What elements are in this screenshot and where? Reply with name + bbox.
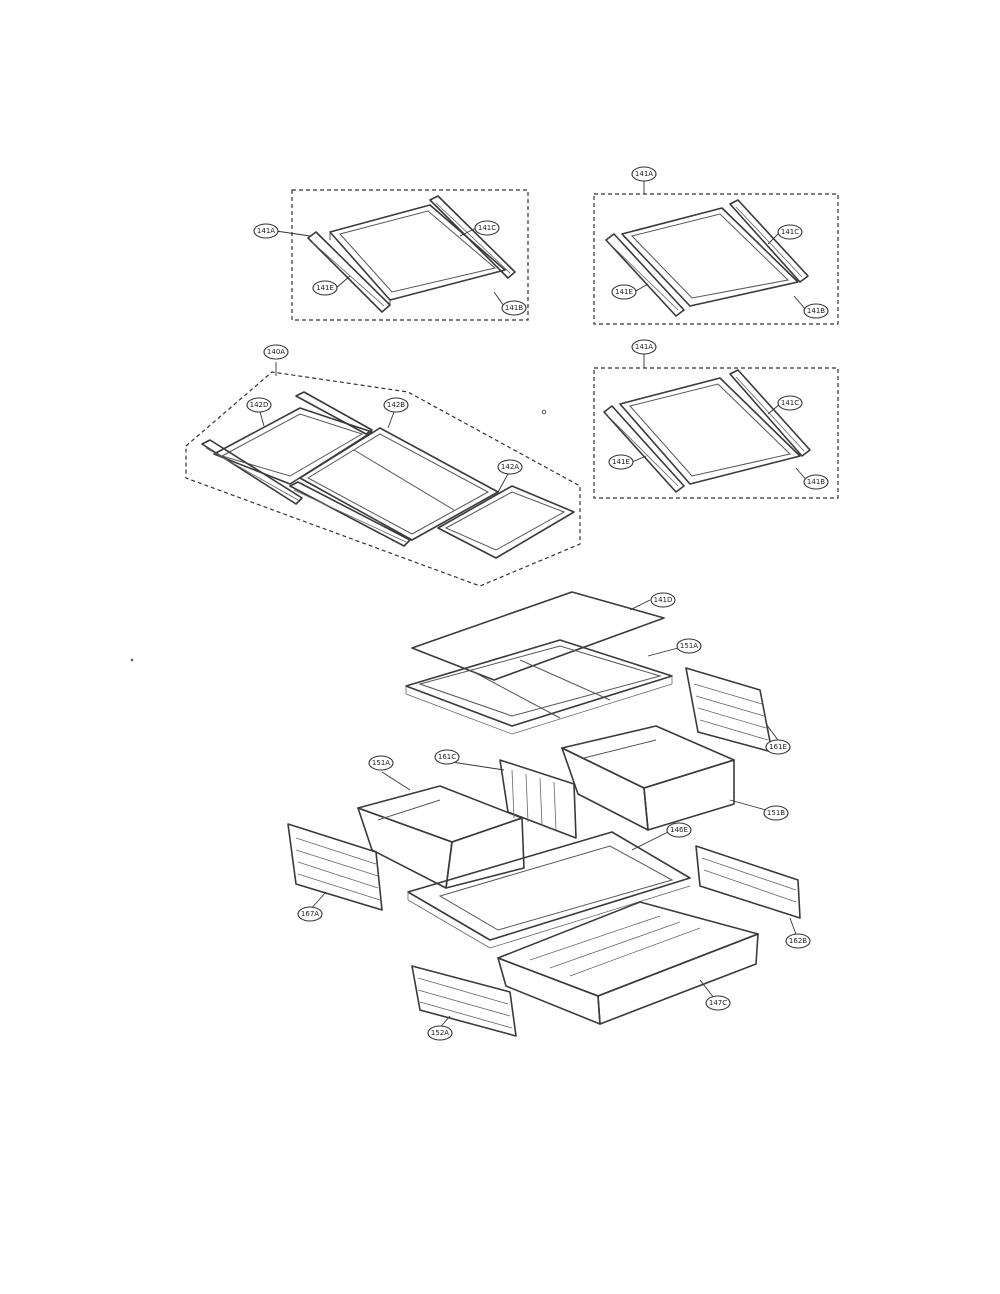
callout-141A-top-right: 141A [631,166,657,182]
callout-text: 151A [680,642,698,650]
callout-text: 141A [635,170,653,178]
callout-142A: 142A [497,459,523,475]
callout-151A-cover: 151A [676,638,702,654]
shelf-glass-frame [329,204,506,306]
split-shelf-frame-small [437,485,575,559]
callout-text: 151B [767,809,785,817]
shelf-assembly-top-right [593,193,839,325]
callout-146E: 146E [666,822,692,838]
crisper-bin-left [357,785,525,889]
callout-142D: 142D [246,397,272,413]
callout-141C-top-right: 141C [777,224,803,240]
shelf-side-rail-right [729,369,811,457]
callout-text: 141E [615,288,633,296]
callout-161E: 161E [765,739,791,755]
shelf-glass-frame [619,377,801,485]
shelf-glass-frame [621,207,799,307]
split-shelf-frame-center [289,427,499,547]
callout-167A: 167A [297,906,323,922]
crisper-bin-right [561,725,735,831]
bottom-drawer [497,901,759,1025]
callout-text: 141A [257,227,275,235]
crisper-cover-glass [411,591,665,681]
split-shelf-frame-left [201,391,373,505]
callout-141B-top-right: 141B [803,303,829,319]
callout-text: 141C [781,399,799,407]
leader-lines [259,181,809,1033]
callout-141E-mid-right: 141E [608,454,634,470]
shelf-side-rail-left [605,233,685,317]
callout-text: 141D [654,596,673,604]
callout-147C: 147C [705,995,731,1011]
callout-text: 167A [301,910,319,918]
shelf-assembly-mid-right [593,367,839,499]
callout-141B-top-left: 141B [501,300,527,316]
callout-text: 141B [505,304,523,312]
end-plate-right-upper [685,667,773,753]
shelf-side-rail-left [307,231,391,313]
callout-text: 151A [372,759,390,767]
callout-text: 146E [670,826,688,834]
callout-140A: 140A [263,344,289,360]
shelf-side-rail-left [603,405,685,493]
callout-162B: 162B [785,933,811,949]
callout-text: 141A [635,343,653,351]
callout-text: 141C [478,224,496,232]
callout-151B: 151B [763,805,789,821]
callout-text: 152A [431,1029,449,1037]
callout-text: 142D [250,401,269,409]
callout-141A-mid-right: 141A [631,339,657,355]
crisper-base-tray [407,831,691,949]
callout-text: 147C [709,999,727,1007]
end-plate-left [287,823,383,911]
callout-text: 141B [807,478,825,486]
callout-141E-top-right: 141E [611,284,637,300]
callout-text: 142B [387,401,405,409]
side-rail-right-lower [695,845,801,919]
callout-152A: 152A [427,1025,453,1041]
split-shelf-assembly [185,371,581,587]
shelf-side-rail-right [429,195,516,279]
callout-text: 141E [612,458,630,466]
callout-text: 161C [438,753,456,761]
end-plate-bottom [411,965,517,1037]
callout-141C-top-left: 141C [474,220,500,236]
callout-text: 162B [789,937,807,945]
callout-141A-top-left: 141A [253,223,279,239]
callout-161C: 161C [434,749,460,765]
callout-151A-bin: 151A [368,755,394,771]
callout-text: 142A [501,463,519,471]
callout-text: 141E [316,284,334,292]
callout-text: 141C [781,228,799,236]
callout-text: 140A [267,348,285,356]
callout-text: 161E [769,743,787,751]
callout-141B-mid-right: 141B [803,474,829,490]
crisper-divider [499,759,577,839]
callout-141E-top-left: 141E [312,280,338,296]
callout-141C-mid-right: 141C [777,395,803,411]
callout-text: 141B [807,307,825,315]
callout-labels: 141A 141C 141E 141B 141A 141C 141E 141B … [246,166,829,1041]
shelf-assembly-top-left [291,189,529,321]
callout-141D: 141D [650,592,676,608]
crisper-cover-frame [405,639,673,735]
shelf-side-rail-right [729,199,809,283]
callout-142B: 142B [383,397,409,413]
